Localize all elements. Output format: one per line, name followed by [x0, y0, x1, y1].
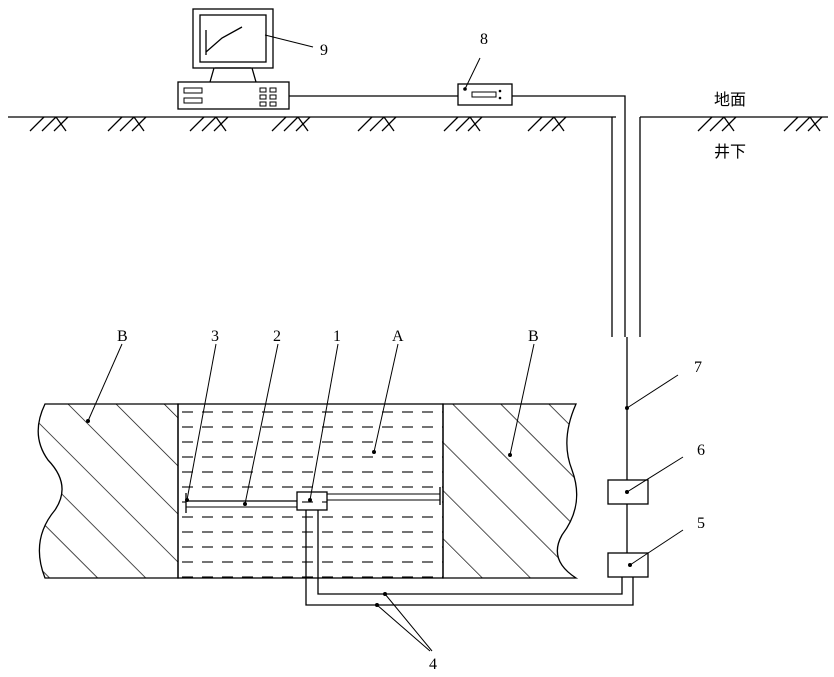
label-7: 7	[694, 359, 702, 376]
coal-seam	[178, 404, 443, 578]
label-6: 6	[697, 442, 705, 459]
label-8: 8	[480, 31, 488, 48]
leader-5	[630, 530, 683, 565]
label-3: 3	[211, 328, 219, 345]
label-rock-right: B	[528, 328, 539, 345]
label-1: 1	[333, 328, 341, 345]
rock-left	[20, 400, 182, 582]
label-coal-seam: A	[392, 328, 404, 345]
computer	[178, 9, 313, 109]
label-2: 2	[273, 328, 281, 345]
label-rock-left: B	[117, 328, 128, 345]
label-underground: 井下	[714, 142, 746, 161]
rock-right	[440, 400, 590, 582]
monitor	[193, 9, 273, 82]
surface-cables	[289, 96, 640, 337]
leader-7	[627, 375, 678, 408]
label-4: 4	[429, 656, 437, 673]
unit-6	[608, 457, 683, 504]
leader-9	[265, 35, 313, 47]
label-5: 5	[697, 515, 705, 532]
unit-5	[608, 530, 683, 577]
label-9: 9	[320, 42, 328, 59]
ground-surface	[8, 117, 828, 131]
ground-hatch-marks	[30, 117, 822, 131]
label-ground: 地面	[714, 90, 746, 109]
leader-4	[377, 594, 432, 651]
surface-recorder	[458, 58, 512, 105]
leader-6	[627, 457, 683, 492]
host-unit	[178, 82, 289, 109]
downhole-cable	[625, 337, 678, 480]
